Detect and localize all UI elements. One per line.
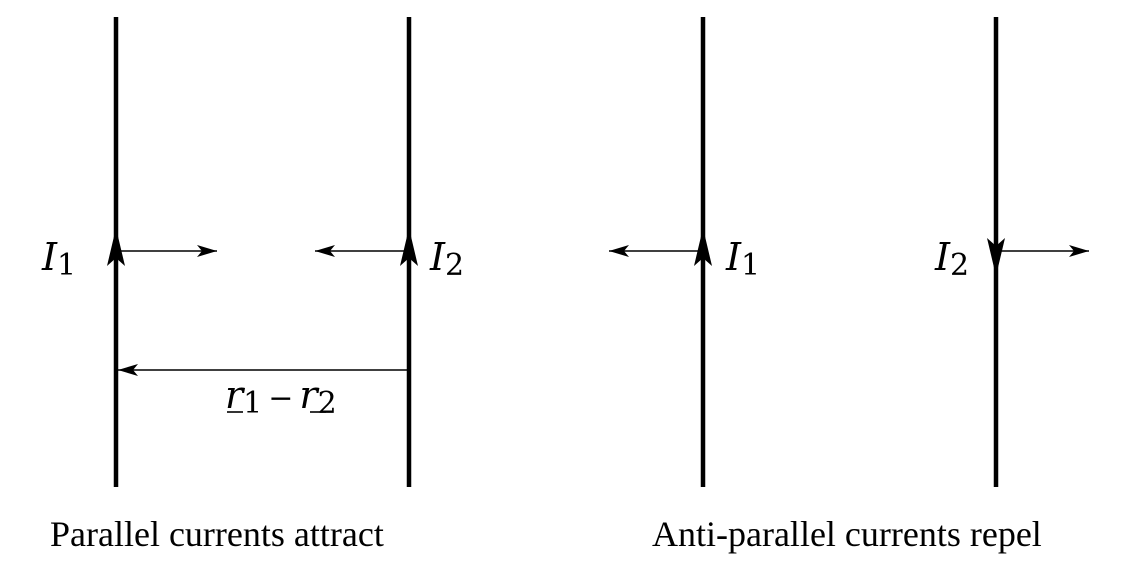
current-up-arrowhead [400, 228, 418, 266]
current-label-i2: I2 [429, 235, 464, 283]
current-label-i1: I1 [725, 235, 760, 283]
caption-anti-parallel: Anti-parallel currents repel [652, 514, 1042, 554]
current-label-i1: I1 [41, 235, 76, 283]
current-down-arrowhead [987, 238, 1005, 276]
current-up-arrowhead [107, 228, 125, 266]
parallel-panel: I1 I2 r1−r2 Parallel currents attract [41, 17, 464, 554]
anti-parallel-panel: I1 I2 Anti-parallel currents repel [609, 17, 1089, 554]
separation-label: r1−r2 [225, 373, 337, 421]
current-label-i2: I2 [934, 235, 969, 283]
current-up-arrowhead [694, 228, 712, 266]
svg-text:r1−r2: r1−r2 [225, 373, 337, 421]
caption-parallel: Parallel currents attract [50, 514, 384, 554]
